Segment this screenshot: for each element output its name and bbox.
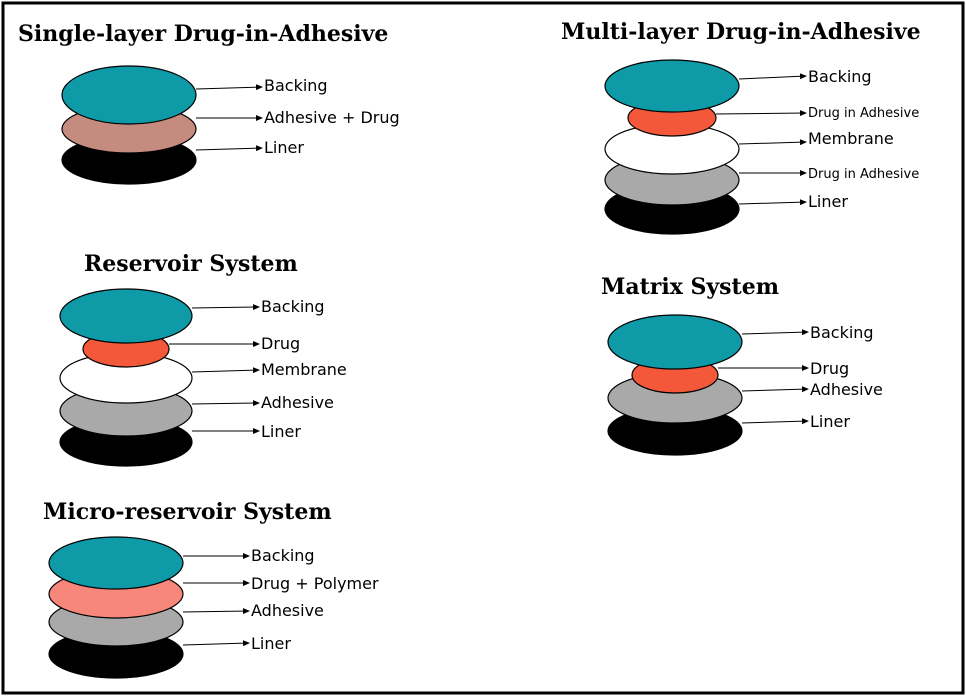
single-layer-title: Single-layer Drug-in-Adhesive <box>18 21 388 47</box>
multi-layer-liner-arrow <box>738 199 807 206</box>
reservoir-backing-label: Backing <box>261 297 325 316</box>
micro-reservoir-adhesive-arrow <box>182 608 250 615</box>
micro-reservoir-liner-label: Liner <box>251 634 291 653</box>
multi-layer-backing-arrow <box>738 73 807 80</box>
single-layer-liner-label: Liner <box>264 138 304 157</box>
matrix-liner-arrow <box>741 418 809 425</box>
micro-reservoir-diagram: Micro-reservoir System Backing Drug + Po… <box>43 499 379 679</box>
matrix-liner-label: Liner <box>810 412 850 431</box>
reservoir-membrane-label: Membrane <box>261 360 347 379</box>
matrix-backing-arrow <box>741 329 809 336</box>
reservoir-backing-layer <box>59 288 193 344</box>
matrix-backing-label: Backing <box>810 323 874 342</box>
multi-layer-diagram: Multi-layer Drug-in-Adhesive Backing Dru… <box>561 19 921 235</box>
multi-layer-drug-adhesive-upper-label: Drug in Adhesive <box>808 106 919 121</box>
matrix-title: Matrix System <box>601 274 779 300</box>
multi-layer-backing-label: Backing <box>808 67 872 86</box>
single-layer-backing-arrow <box>195 84 263 91</box>
matrix-adhesive-label: Adhesive <box>810 380 883 399</box>
multi-layer-backing-layer <box>604 59 740 113</box>
reservoir-membrane-arrow <box>191 367 260 374</box>
reservoir-diagram: Reservoir System Backing Drug Membrane A… <box>59 251 347 467</box>
matrix-diagram: Matrix System Backing Drug Adhesive Line… <box>601 274 883 456</box>
matrix-drug-label: Drug <box>810 359 849 378</box>
multi-layer-membrane-label: Membrane <box>808 129 894 148</box>
micro-reservoir-backing-label: Backing <box>251 546 315 565</box>
single-layer-diagram: Single-layer Drug-in-Adhesive Backing Ad… <box>18 21 400 185</box>
micro-reservoir-drug-polymer-label: Drug + Polymer <box>251 574 379 593</box>
multi-layer-drug-adhesive-lower-label: Drug in Adhesive <box>808 167 919 182</box>
single-layer-backing-layer <box>61 65 197 125</box>
micro-reservoir-backing-layer <box>48 536 184 590</box>
reservoir-backing-arrow <box>191 304 260 311</box>
micro-reservoir-liner-arrow <box>182 640 250 647</box>
multi-layer-drug-adhesive-upper-arrow <box>715 110 807 117</box>
multi-layer-membrane-arrow <box>738 139 807 146</box>
reservoir-adhesive-label: Adhesive <box>261 393 334 412</box>
matrix-backing-layer <box>607 314 743 370</box>
reservoir-liner-label: Liner <box>261 422 301 441</box>
multi-layer-title: Multi-layer Drug-in-Adhesive <box>561 19 921 45</box>
single-layer-liner-arrow <box>195 145 263 152</box>
matrix-adhesive-arrow <box>741 386 809 393</box>
micro-reservoir-title: Micro-reservoir System <box>43 499 332 525</box>
multi-layer-liner-label: Liner <box>808 192 848 211</box>
reservoir-drug-label: Drug <box>261 334 300 353</box>
single-layer-adhesive-drug-label: Adhesive + Drug <box>264 108 400 127</box>
single-layer-backing-label: Backing <box>264 76 328 95</box>
micro-reservoir-adhesive-label: Adhesive <box>251 601 324 620</box>
reservoir-adhesive-arrow <box>191 400 260 407</box>
reservoir-title: Reservoir System <box>84 251 298 277</box>
